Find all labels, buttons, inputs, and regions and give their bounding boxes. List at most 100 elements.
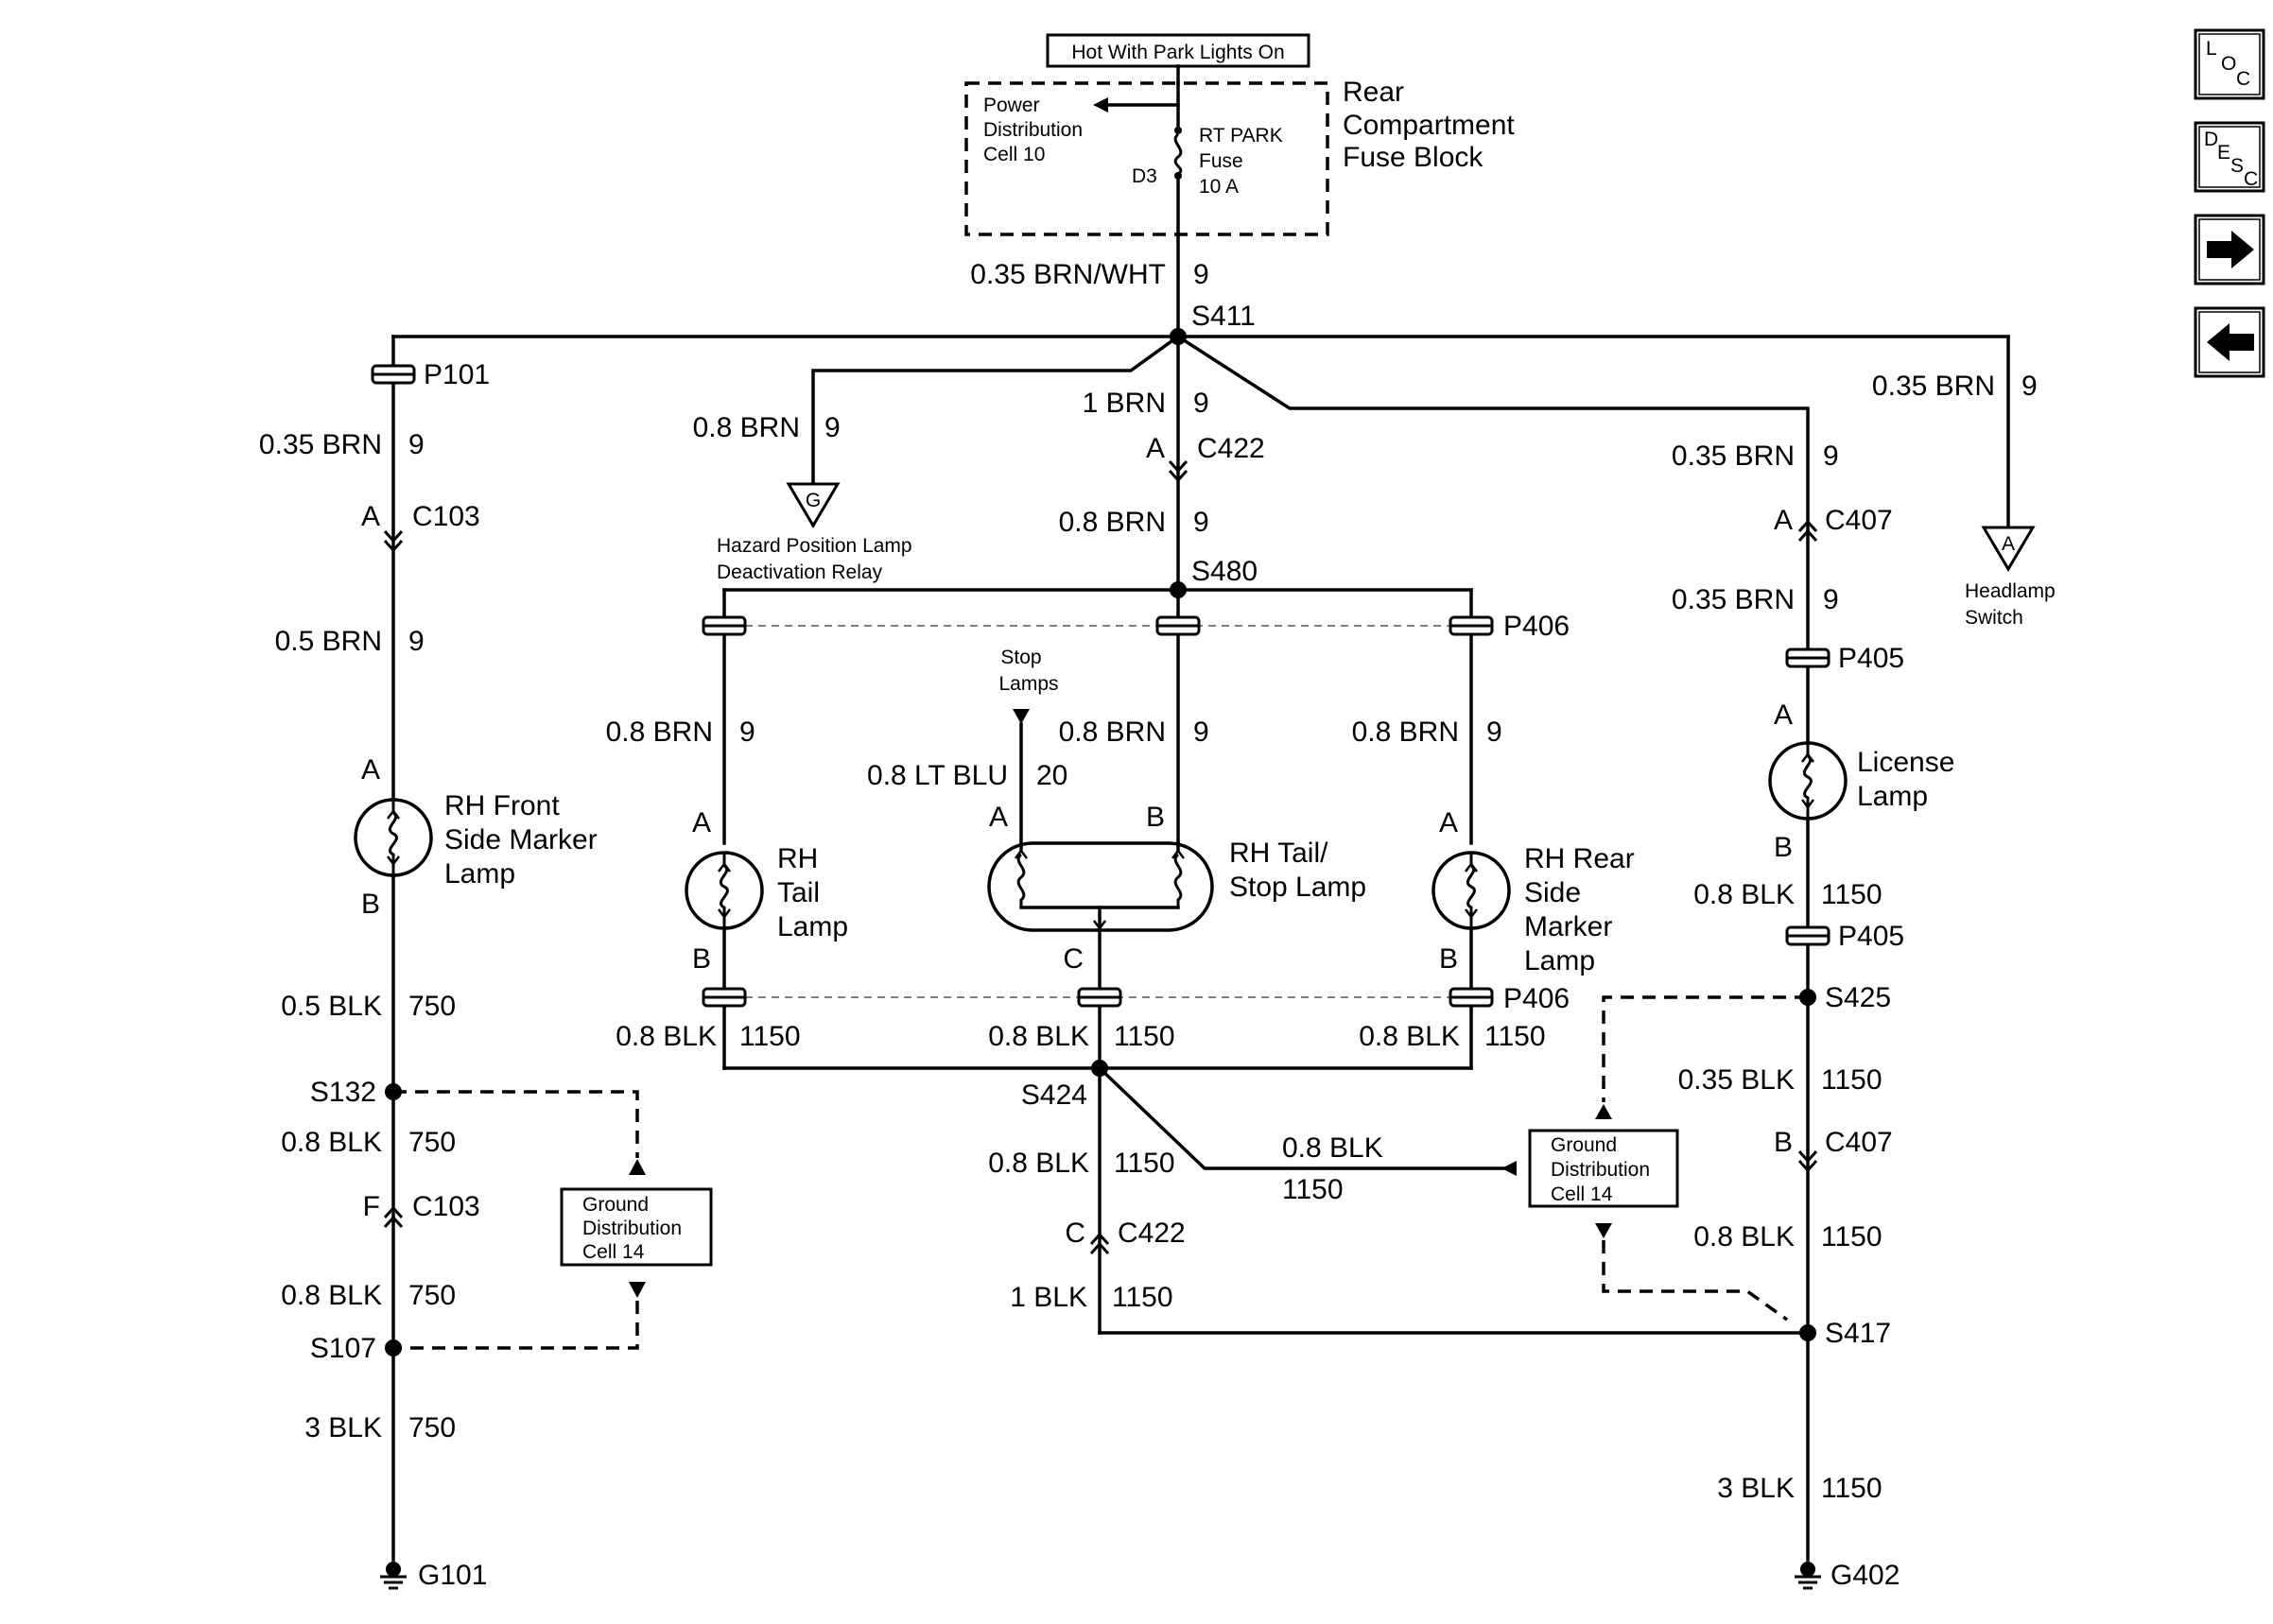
pin-label: A [692, 807, 711, 838]
wire-label: 0.35 BRN [1672, 441, 1795, 472]
ground-dist-label: Distribution [1551, 1159, 1650, 1181]
back-button[interactable] [2194, 306, 2265, 378]
wire-circuit: 1150 [1112, 1282, 1173, 1313]
splice-label: S107 [310, 1333, 376, 1364]
fuse-block-title: Rear [1343, 77, 1404, 108]
wire-circuit: 9 [408, 626, 425, 657]
wire-label: 0.8 BLK [988, 1148, 1089, 1179]
pin-label: A [1146, 433, 1165, 464]
wire-label: 0.8 BLK [1359, 1021, 1460, 1052]
wire-circuit: 9 [408, 429, 425, 460]
ground-distribution-box-right [1528, 1129, 1679, 1208]
wire-label: 0.8 BRN [606, 717, 713, 748]
component-label: Deactivation Relay [717, 561, 883, 583]
connector-label: P406 [1503, 983, 1570, 1014]
arrow-left-icon [2207, 323, 2254, 361]
loc-button[interactable]: L O C [2194, 28, 2265, 100]
component-label: RH Rear [1524, 843, 1635, 874]
wire-circuit: 9 [1193, 717, 1209, 748]
wire-label: 0.8 BLK [281, 1280, 382, 1311]
pin-label: A [361, 754, 380, 786]
rh-front-side-marker-lamp-icon [354, 798, 433, 877]
pin-label: A [1439, 807, 1458, 838]
pin-label: B [692, 943, 711, 975]
power-distribution-label-3: Cell 10 [983, 144, 1045, 165]
wire-circuit: 1150 [1282, 1174, 1344, 1205]
loc-letter: C [2236, 68, 2250, 90]
wire-label: 1 BLK [1010, 1282, 1087, 1313]
wire-circuit: 1150 [1821, 1473, 1883, 1504]
wire-circuit: 750 [408, 1412, 456, 1443]
ground-dist-label: Cell 14 [1551, 1183, 1613, 1205]
ground-dist-label: Distribution [582, 1218, 682, 1239]
fuse-block-title-3: Fuse Block [1343, 142, 1484, 173]
component-label: Lamps [998, 673, 1058, 695]
ground-dist-arrow-icon [1501, 1161, 1517, 1176]
desc-button[interactable]: D E S C [2194, 121, 2265, 193]
ground-label: G101 [418, 1560, 487, 1591]
pin-label: C [1063, 943, 1084, 975]
arrow-right-icon [2207, 231, 2254, 268]
wire-label: 0.8 BLK [988, 1021, 1089, 1052]
desc-letter: D [2204, 129, 2218, 150]
pin-label: B [1146, 802, 1165, 833]
wire-label: 0.8 BRN [1059, 507, 1166, 538]
next-button[interactable] [2194, 214, 2265, 285]
connector-label: P405 [1838, 921, 1904, 952]
connector-p101 [371, 364, 416, 385]
ground-dist-label: Cell 14 [582, 1241, 645, 1263]
desc-letter: C [2244, 168, 2258, 190]
wire-label: 0.5 BRN [275, 626, 382, 657]
wire-circuit: 1150 [1114, 1021, 1175, 1052]
connector-p406-marker-ground [1449, 987, 1494, 1008]
connector-p406-tail-ground [702, 987, 747, 1008]
wire-label: 0.8 BRN [693, 412, 800, 443]
wire-circuit: 1150 [739, 1021, 801, 1052]
connector-label: C422 [1118, 1218, 1186, 1249]
ref-label: A [2002, 533, 2015, 555]
connector-p405-top [1785, 648, 1831, 668]
power-distribution-label-2: Distribution [983, 119, 1083, 141]
splice-label: S424 [1021, 1080, 1087, 1111]
pin-label: B [1439, 943, 1458, 975]
wire-circuit: 1150 [1114, 1148, 1175, 1179]
component-label: Stop [1000, 647, 1041, 668]
ref-label: G [806, 490, 821, 511]
rh-tail-lamp-icon [685, 851, 764, 930]
pin-label: B [1774, 1127, 1793, 1158]
fuse-label-3: 10 A [1199, 176, 1239, 198]
splice-label: S417 [1825, 1318, 1891, 1349]
component-label: Stop Lamp [1229, 872, 1366, 903]
pin-label: F [363, 1191, 380, 1222]
connector-p405-bottom [1785, 925, 1831, 946]
loc-letter: L [2206, 38, 2217, 60]
wire-circuit: 9 [1823, 584, 1839, 615]
splice-label: S480 [1191, 556, 1258, 587]
connector-label: P406 [1503, 611, 1570, 642]
fuse-terminal-d3: D3 [1132, 165, 1157, 187]
pin-label: B [361, 889, 380, 920]
ground-g402-icon [1793, 1560, 1823, 1590]
connector-p406-tail [702, 615, 747, 636]
wire-circuit: 9 [1486, 717, 1502, 748]
hot-with-park-lights-label: Hot With Park Lights On [1071, 42, 1284, 63]
connector-p406-marker [1449, 615, 1494, 636]
ground-label: G402 [1831, 1560, 1900, 1591]
connector-p406-stop-ground [1077, 987, 1122, 1008]
fuse-block-title-2: Compartment [1343, 110, 1515, 141]
wire-circuit: 1150 [1484, 1021, 1546, 1052]
rh-rear-side-marker-lamp-icon [1431, 851, 1511, 930]
wire-circuit: 750 [408, 1127, 456, 1158]
license-lamp-icon [1768, 741, 1848, 821]
component-label: Marker [1524, 911, 1612, 942]
connector-label: C407 [1825, 505, 1893, 536]
wire-label: 0.35 BRN/WHT [970, 259, 1166, 290]
component-label: Side Marker [444, 824, 598, 855]
connector-label: C422 [1197, 433, 1265, 464]
wire-circuit: 9 [1823, 441, 1839, 472]
wire-label: 0.35 BRN [1672, 584, 1795, 615]
wire-label: 0.8 LT BLU [867, 760, 1008, 791]
wire-label: 0.35 BLK [1678, 1064, 1795, 1096]
wire-circuit: 9 [2021, 371, 2038, 402]
